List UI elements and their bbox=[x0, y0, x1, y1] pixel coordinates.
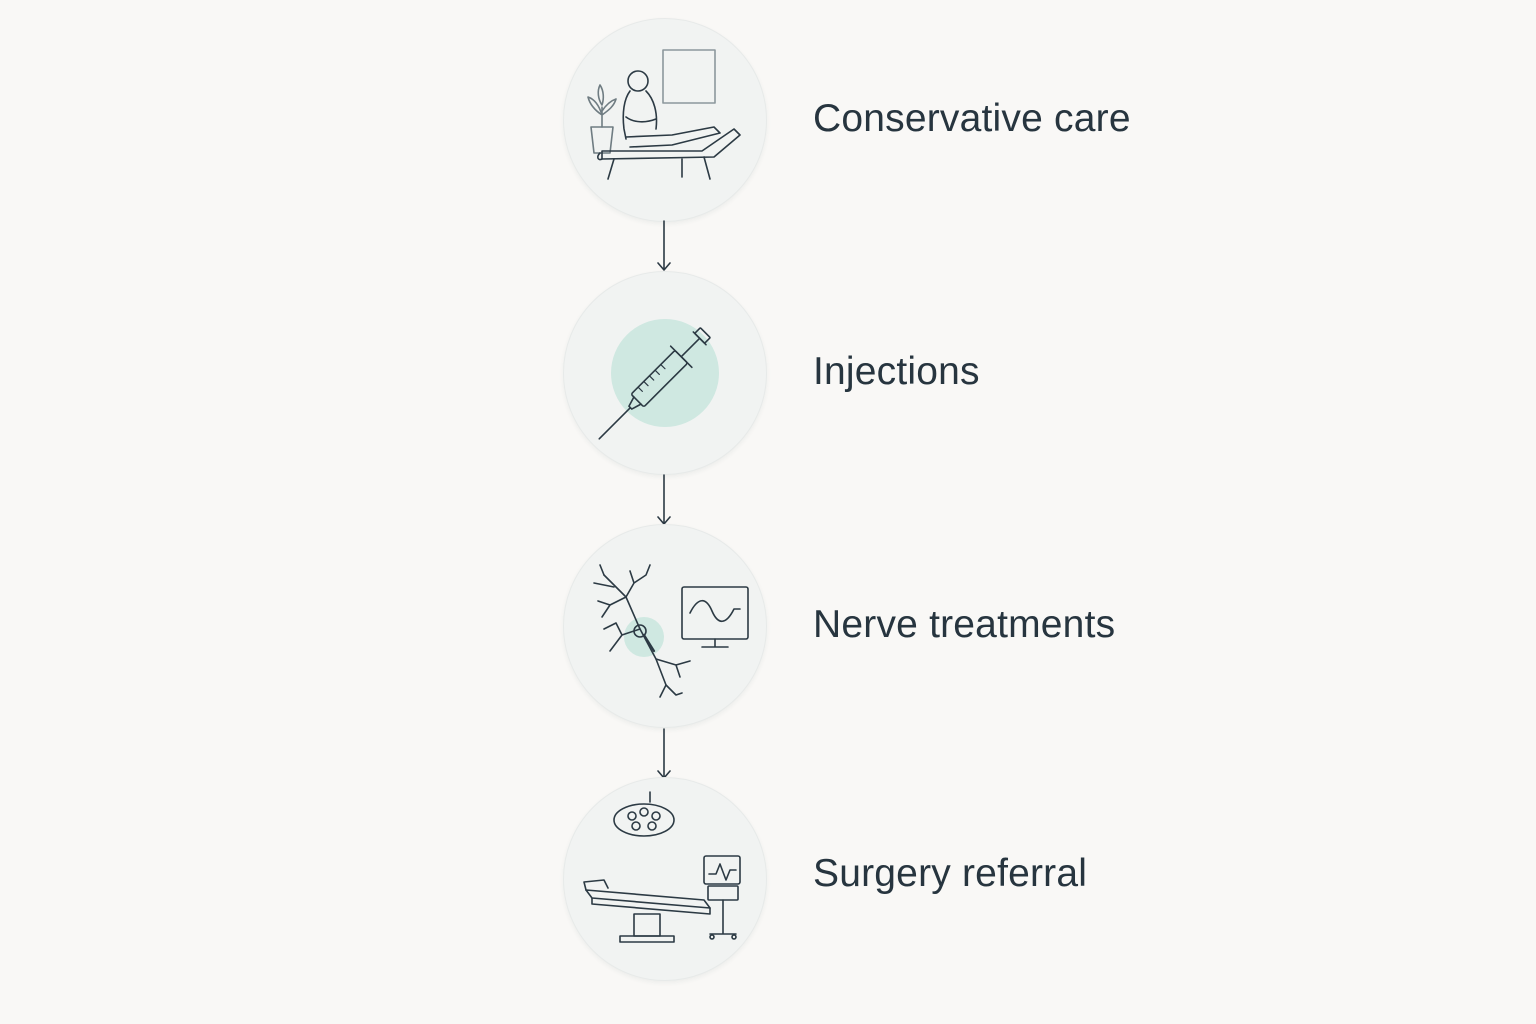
arrow-down-icon bbox=[652, 726, 676, 782]
patient-on-treatment-table-icon bbox=[587, 49, 741, 180]
step-label-surgery-referral: Surgery referral bbox=[813, 852, 1088, 895]
step-injections-circle bbox=[563, 271, 767, 475]
nerve-and-monitor-icon bbox=[593, 564, 749, 698]
step-label-conservative-care: Conservative care bbox=[813, 97, 1131, 140]
arrow-down-icon bbox=[652, 218, 676, 274]
step-label-nerve-treatments: Nerve treatments bbox=[813, 603, 1116, 646]
syringe-icon bbox=[598, 319, 719, 440]
step-surgery-referral-circle bbox=[563, 777, 767, 981]
operating-table-and-surgical-light-icon bbox=[583, 791, 741, 943]
arrow-down-icon bbox=[652, 472, 676, 528]
step-conservative-care-circle bbox=[563, 18, 767, 222]
step-label-injections: Injections bbox=[813, 350, 980, 393]
step-nerve-treatments-circle bbox=[563, 524, 767, 728]
